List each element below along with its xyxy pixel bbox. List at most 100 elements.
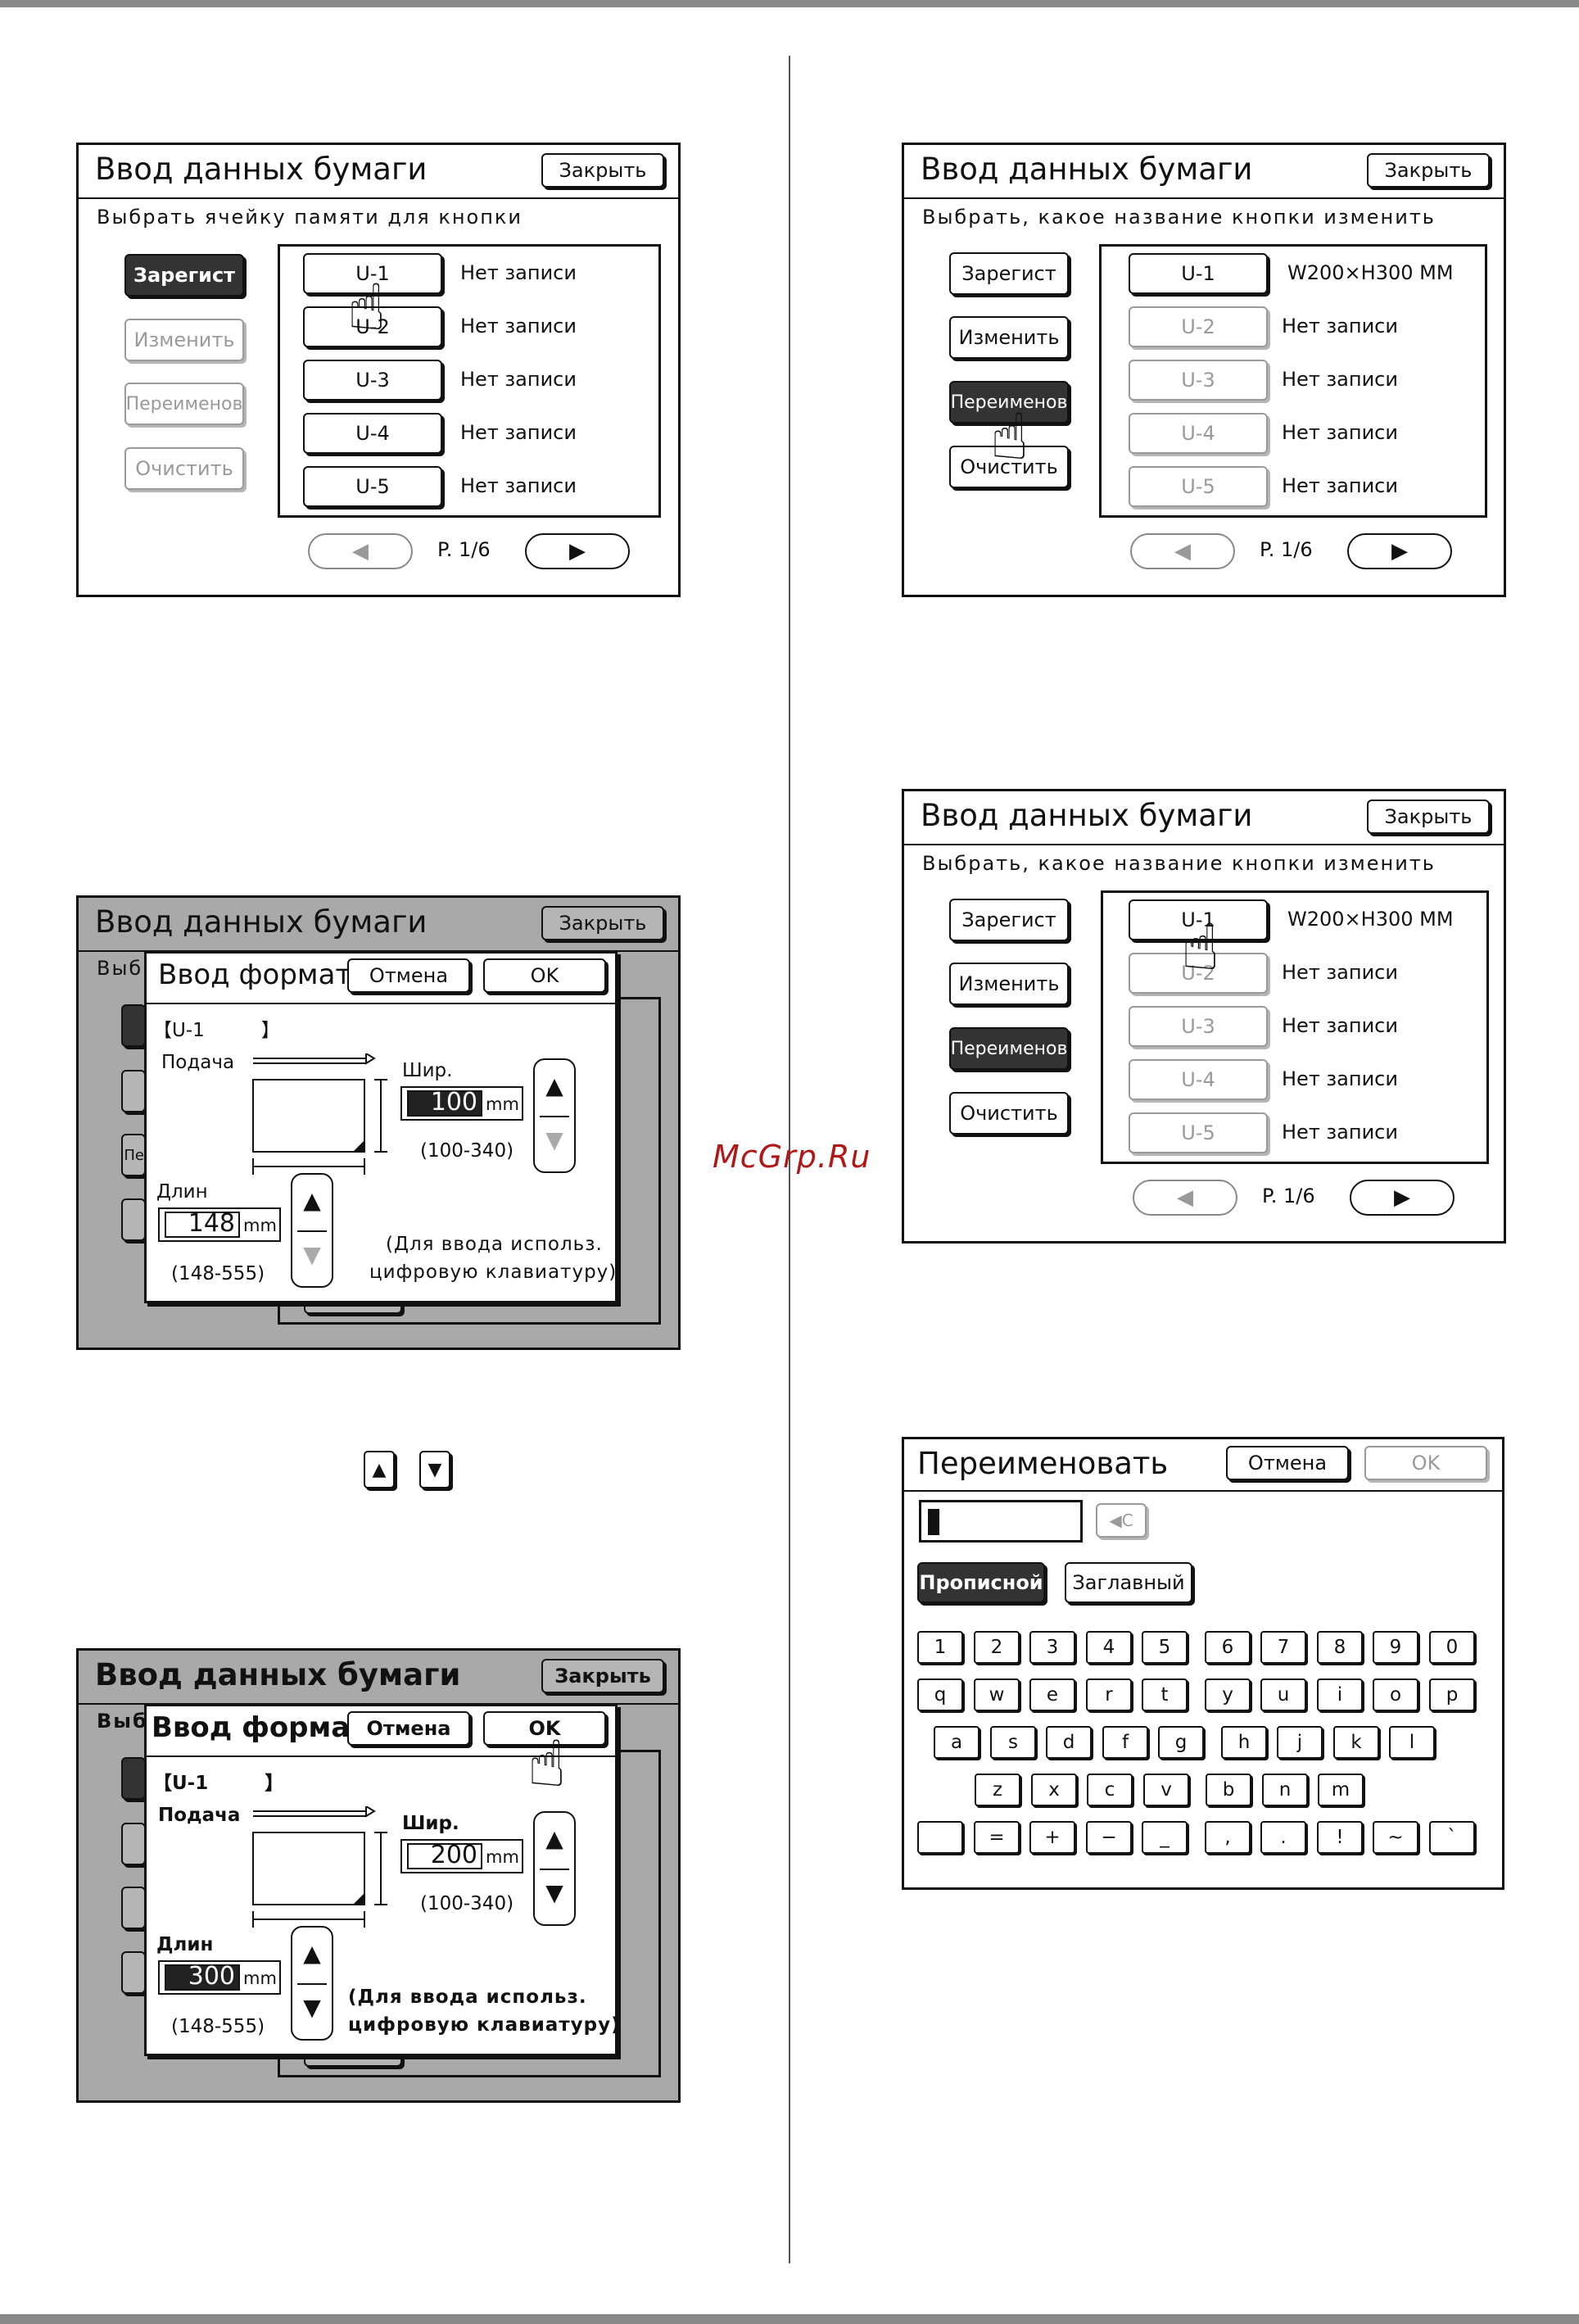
ok-button[interactable]: OK <box>483 958 606 993</box>
key-g[interactable]: g <box>1158 1726 1204 1759</box>
ok-button[interactable]: OK <box>483 1711 606 1746</box>
length-stepper[interactable]: ▲ ▼ <box>291 1926 333 2041</box>
key-8[interactable]: 8 <box>1317 1631 1363 1664</box>
page-prev-button[interactable]: ◀ <box>308 533 413 569</box>
key-z[interactable]: z <box>975 1774 1020 1806</box>
memory-key-u3[interactable]: U-3 <box>1129 360 1268 401</box>
key-7[interactable]: 7 <box>1260 1631 1306 1664</box>
close-button[interactable]: Закрыть <box>541 153 664 188</box>
key-l[interactable]: l <box>1389 1726 1435 1759</box>
cancel-button[interactable]: Отмена <box>347 1711 470 1746</box>
memory-key-u5[interactable]: U-5 <box>303 466 442 507</box>
key-b[interactable]: b <box>1206 1774 1251 1806</box>
up-arrow-icon[interactable]: ▲ <box>545 1825 563 1852</box>
memory-key-u2[interactable]: U-2 <box>1129 306 1268 347</box>
key-t[interactable]: t <box>1142 1678 1188 1711</box>
cancel-button[interactable]: Отмена <box>1226 1446 1349 1480</box>
edit-button[interactable]: Изменить <box>124 319 244 361</box>
down-arrow-icon[interactable]: ▼ <box>303 1994 321 2021</box>
close-button[interactable]: Закрыть <box>1367 800 1490 834</box>
key-c[interactable]: c <box>1087 1774 1133 1806</box>
memory-key-u2[interactable]: U-2 <box>303 306 442 347</box>
width-stepper[interactable]: ▲ ▼ <box>533 1058 576 1173</box>
key-h[interactable]: h <box>1221 1726 1267 1759</box>
register-button[interactable]: Зарегист <box>124 254 244 297</box>
key-5[interactable]: 5 <box>1142 1631 1188 1664</box>
up-arrow-icon[interactable]: ▲ <box>545 1072 563 1099</box>
up-arrow-icon[interactable]: ▲ <box>303 1940 321 1967</box>
name-input[interactable] <box>919 1500 1083 1543</box>
memory-key-u4[interactable]: U-4 <box>1129 413 1268 454</box>
key-u[interactable]: u <box>1260 1678 1306 1711</box>
key-=[interactable]: = <box>974 1821 1020 1854</box>
key-n[interactable]: n <box>1262 1774 1308 1806</box>
close-button[interactable]: Закрыть <box>1367 153 1490 188</box>
width-field[interactable]: 100 mm <box>400 1086 523 1121</box>
memory-key-u4[interactable]: U-4 <box>1129 1059 1268 1100</box>
key-9[interactable]: 9 <box>1373 1631 1418 1664</box>
memory-key-u5[interactable]: U-5 <box>1129 466 1268 507</box>
key-+[interactable]: + <box>1029 1821 1075 1854</box>
width-field[interactable]: 200 mm <box>400 1839 523 1873</box>
capitalize-button[interactable]: Заглавный <box>1065 1562 1192 1603</box>
edit-button[interactable]: Изменить <box>949 963 1069 1005</box>
memory-key-u5[interactable]: U-5 <box>1129 1112 1268 1153</box>
clear-button[interactable]: Очистить <box>949 1092 1069 1135</box>
backspace-button[interactable]: ◀C <box>1096 1503 1147 1538</box>
memory-key-u2[interactable]: U-2 <box>1129 953 1268 994</box>
length-stepper[interactable]: ▲ ▼ <box>291 1173 333 1288</box>
memory-key-u3[interactable]: U-3 <box>303 360 442 401</box>
key-f[interactable]: f <box>1102 1726 1148 1759</box>
page-next-button[interactable]: ▶ <box>1350 1180 1455 1216</box>
register-button[interactable]: Зарегист <box>949 899 1069 941</box>
ok-button[interactable]: OK <box>1364 1446 1487 1480</box>
page-next-button[interactable]: ▶ <box>525 533 630 569</box>
key-![interactable]: ! <box>1317 1821 1363 1854</box>
length-field[interactable]: 300 mm <box>158 1960 281 1995</box>
key-,[interactable]: , <box>1205 1821 1251 1854</box>
length-field[interactable]: 148 mm <box>158 1207 281 1242</box>
memory-key-u1[interactable]: U-1 <box>1129 253 1268 294</box>
key-k[interactable]: k <box>1333 1726 1379 1759</box>
edit-button[interactable]: Изменить <box>949 316 1069 359</box>
key-v[interactable]: v <box>1143 1774 1189 1806</box>
key-6[interactable]: 6 <box>1205 1631 1251 1664</box>
memory-key-u4[interactable]: U-4 <box>303 413 442 454</box>
memory-key-u1[interactable]: U-1 <box>1129 899 1268 940</box>
key-−[interactable]: − <box>1086 1821 1132 1854</box>
key-j[interactable]: j <box>1277 1726 1323 1759</box>
rename-button[interactable]: Переименов <box>949 1027 1069 1070</box>
clear-button[interactable]: Очистить <box>124 447 244 490</box>
key-y[interactable]: y <box>1205 1678 1251 1711</box>
rename-button[interactable]: Переименов <box>949 381 1069 424</box>
memory-key-u1[interactable]: U-1 <box>303 253 442 294</box>
key-.[interactable]: . <box>1260 1821 1306 1854</box>
down-arrow-icon[interactable]: ▼ <box>303 1241 321 1268</box>
width-stepper[interactable]: ▲ ▼ <box>533 1811 576 1926</box>
key-q[interactable]: q <box>917 1678 963 1711</box>
down-arrow-icon[interactable]: ▼ <box>545 1126 563 1153</box>
key-o[interactable]: o <box>1373 1678 1418 1711</box>
memory-key-u3[interactable]: U-3 <box>1129 1006 1268 1047</box>
page-next-button[interactable]: ▶ <box>1347 533 1452 569</box>
close-button[interactable]: Закрыть <box>541 906 664 940</box>
key-a[interactable]: a <box>934 1726 980 1759</box>
key-p[interactable]: p <box>1429 1678 1475 1711</box>
key-~[interactable]: ~ <box>1373 1821 1418 1854</box>
key-4[interactable]: 4 <box>1086 1631 1132 1664</box>
key-d[interactable]: d <box>1046 1726 1092 1759</box>
key-i[interactable]: i <box>1317 1678 1363 1711</box>
key-m[interactable]: m <box>1318 1774 1364 1806</box>
uppercase-button[interactable]: Прописной <box>917 1562 1045 1603</box>
key-x[interactable]: x <box>1031 1774 1077 1806</box>
key-3[interactable]: 3 <box>1029 1631 1075 1664</box>
key-w[interactable]: w <box>974 1678 1020 1711</box>
page-prev-button[interactable]: ◀ <box>1130 533 1235 569</box>
clear-button[interactable]: Очистить <box>949 446 1069 488</box>
key-0[interactable]: 0 <box>1429 1631 1475 1664</box>
key-r[interactable]: r <box>1086 1678 1132 1711</box>
key-2[interactable]: 2 <box>974 1631 1020 1664</box>
up-arrow-icon[interactable]: ▲ <box>303 1187 321 1214</box>
rename-button[interactable]: Переименов <box>124 383 244 425</box>
key-e[interactable]: e <box>1029 1678 1075 1711</box>
